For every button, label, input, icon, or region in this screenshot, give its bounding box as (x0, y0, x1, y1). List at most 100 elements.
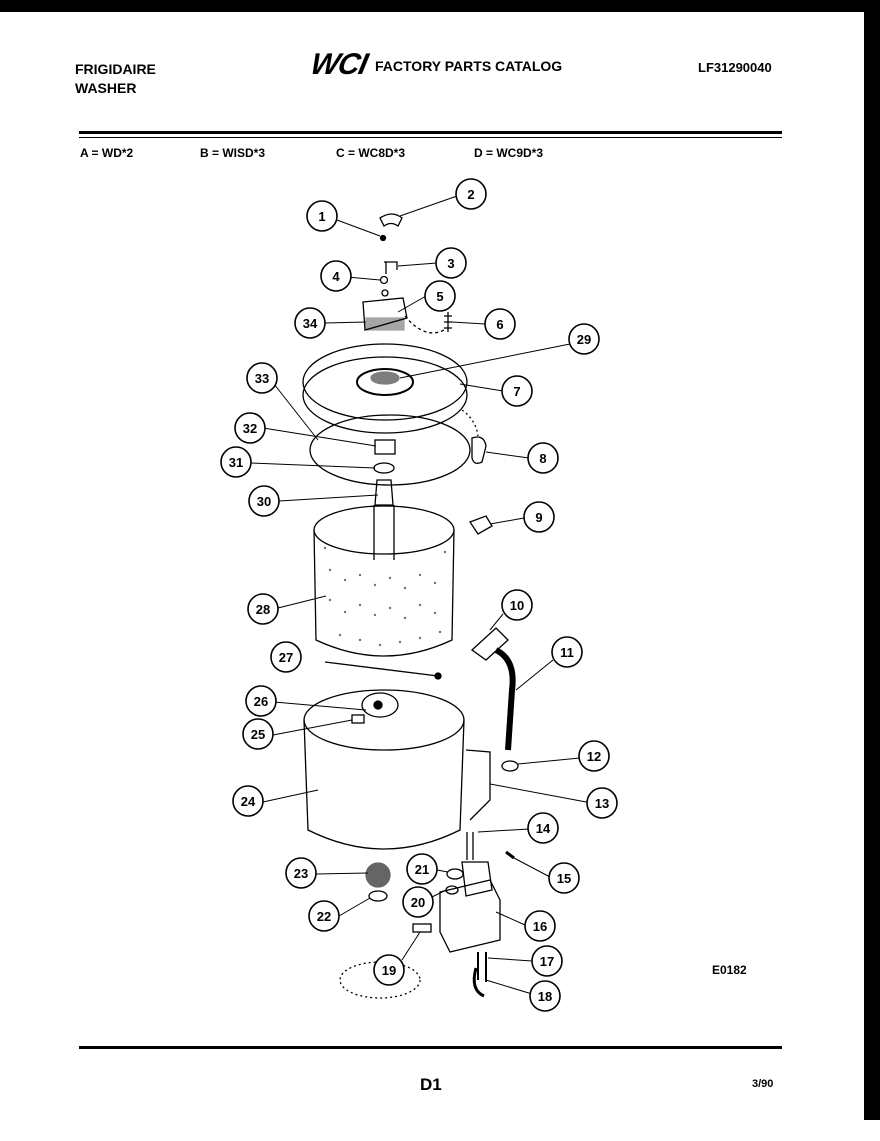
part-5-knob (381, 289, 389, 297)
svg-text:15: 15 (557, 871, 571, 886)
model-key-d: D = WC9D*3 (474, 146, 544, 160)
svg-text:30: 30 (257, 494, 271, 509)
svg-text:14: 14 (536, 821, 551, 836)
callout-34: 34 (294, 307, 326, 339)
part-18-hose (472, 967, 485, 998)
part-7-tub-ring-lower (302, 356, 468, 434)
part-28-spin-shaft (373, 505, 395, 560)
part-9-fastener (469, 515, 493, 535)
callout-33: 33 (246, 362, 278, 394)
revision-date: 3/90 (752, 1078, 774, 1090)
part-14-tube (466, 832, 474, 860)
model-key-c: C = WC8D*3 (336, 146, 406, 160)
part-8-clamp (471, 436, 487, 464)
part-19-pin (412, 923, 432, 933)
svg-text:16: 16 (533, 919, 547, 934)
svg-text:10: 10 (510, 598, 524, 613)
callout-28: 28 (247, 593, 279, 625)
part-23-coupling (365, 862, 391, 888)
part-21-gasket (446, 868, 464, 880)
callout-18: 18 (529, 980, 561, 1012)
part-26-bearing (361, 692, 399, 718)
callout-8: 8 (527, 442, 559, 474)
callout-20: 20 (402, 886, 434, 918)
svg-text:31: 31 (229, 455, 243, 470)
model-key-b: B = WISD*3 (200, 146, 266, 160)
svg-text:13: 13 (595, 796, 609, 811)
svg-text:24: 24 (241, 794, 256, 809)
svg-text:3: 3 (447, 256, 454, 271)
part-22-washer (368, 890, 388, 902)
callout-32: 32 (234, 412, 266, 444)
callout-24: 24 (232, 785, 264, 817)
brand-block: FRIGIDAIRE WASHER (75, 60, 156, 98)
footer-rule (79, 1046, 782, 1049)
part-2-clip (379, 213, 403, 227)
part-4-washer (379, 275, 389, 285)
svg-text:27: 27 (279, 650, 293, 665)
part-6-bolt (444, 312, 452, 332)
part-28-basket-body (313, 529, 455, 657)
part-34-seal (365, 317, 405, 331)
callout-4: 4 (320, 260, 352, 292)
part-33-gasket (309, 414, 471, 486)
part-24-tub-body (303, 719, 465, 850)
header-rule (79, 131, 782, 134)
part-31-washer (373, 462, 395, 474)
callout-13: 13 (586, 787, 618, 819)
svg-text:23: 23 (294, 866, 308, 881)
svg-text:9: 9 (535, 510, 542, 525)
part-1-screw (379, 234, 387, 242)
callout-12: 12 (578, 740, 610, 772)
part-24-tub-top (303, 689, 465, 751)
svg-text:33: 33 (255, 371, 269, 386)
callout-31: 31 (220, 446, 252, 478)
callout-29: 29 (568, 323, 600, 355)
leader-lines (250, 195, 598, 995)
callout-14: 14 (527, 812, 559, 844)
svg-text:25: 25 (251, 727, 265, 742)
svg-text:22: 22 (317, 909, 331, 924)
product-type: WASHER (75, 80, 137, 96)
callout-9: 9 (523, 501, 555, 533)
svg-text:17: 17 (540, 954, 554, 969)
callout-25: 25 (242, 718, 274, 750)
part-16-pump-top (461, 861, 493, 897)
callout-11: 11 (551, 636, 583, 668)
brand-name: FRIGIDAIRE (75, 61, 156, 77)
svg-text:4: 4 (332, 269, 340, 284)
svg-text:12: 12 (587, 749, 601, 764)
svg-text:34: 34 (303, 316, 318, 331)
svg-text:8: 8 (539, 451, 546, 466)
svg-text:28: 28 (256, 602, 270, 617)
callout-balloons: 1 2 3 4 5 6 7 8 9 10 11 12 13 14 15 16 1… (220, 178, 618, 1012)
svg-text:21: 21 (415, 862, 429, 877)
svg-text:18: 18 (538, 989, 552, 1004)
svg-text:29: 29 (577, 332, 591, 347)
part-25-bracket (351, 714, 365, 724)
svg-text:6: 6 (496, 317, 503, 332)
callout-17: 17 (531, 945, 563, 977)
callout-1: 1 (306, 200, 338, 232)
svg-text:19: 19 (382, 963, 396, 978)
svg-text:32: 32 (243, 421, 257, 436)
callout-3: 3 (435, 247, 467, 279)
part-28-perforations (323, 546, 447, 647)
leader-8 (461, 409, 479, 437)
top-frame-bar (0, 0, 880, 12)
callout-6: 6 (484, 308, 516, 340)
page-id: D1 (420, 1075, 442, 1094)
part-27-screw-head (434, 672, 442, 680)
callout-7: 7 (501, 375, 533, 407)
callout-22: 22 (308, 900, 340, 932)
model-key-a: A = WD*2 (80, 146, 134, 160)
right-frame-bar (864, 0, 880, 1120)
catalog-title: FACTORY PARTS CATALOG (375, 58, 563, 74)
svg-text:5: 5 (436, 289, 443, 304)
part-7-tub-ring (302, 343, 468, 421)
header-rule-thin (79, 137, 782, 138)
callout-21: 21 (406, 853, 438, 885)
callout-19: 19 (373, 954, 405, 986)
